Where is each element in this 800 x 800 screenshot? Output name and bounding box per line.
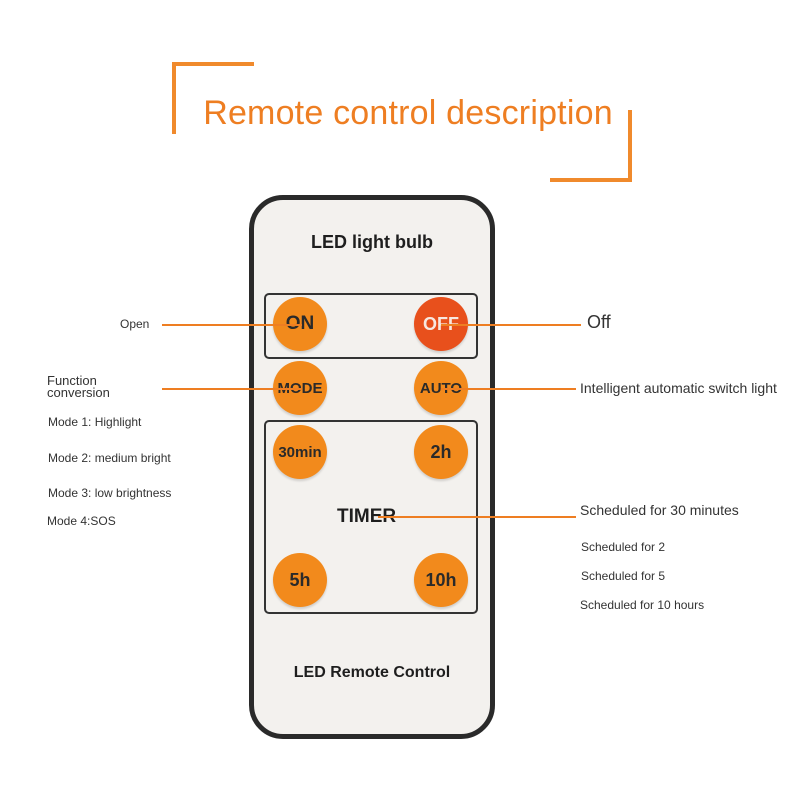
off-callout-line [441,324,581,326]
function-annotation-line1: Function [47,373,97,388]
remote-header: LED light bulb [311,232,433,252]
auto-annotation: Intelligent automatic switch light [580,380,777,396]
schedule-10h-annotation: Scheduled for 10 hours [580,598,705,612]
schedule-5h-annotation: Scheduled for 5 [581,569,666,583]
timer-2h-button[interactable]: 2h [414,425,468,479]
page-title: Remote control description [203,94,613,132]
title-bracket-top-left [172,62,254,134]
timer-10h-button[interactable]: 10h [414,553,468,607]
auto-callout-line [441,388,576,390]
timer-5h-button[interactable]: 5h [273,553,327,607]
function-annotation: Function conversion [47,373,110,400]
power-button-frame [264,293,478,359]
schedule-2h-annotation: Scheduled for 2 [581,540,666,554]
off-annotation: Off [587,312,611,332]
mode4-annotation: Mode 4:SOS [47,514,116,528]
schedule-30min-annotation: Scheduled for 30 minutes [580,502,739,518]
timer-callout-line [378,516,576,518]
function-annotation-line2: conversion [47,385,110,400]
remote-footer: LED Remote Control [293,664,451,681]
open-callout-line [162,324,302,326]
mode1-annotation: Mode 1: Highlight [48,415,142,429]
timer-label: TIMER [337,506,397,527]
timer-30min-button[interactable]: 30min [273,425,327,479]
title-bracket-bottom-right [550,110,632,182]
mode-callout-line [162,388,302,390]
mode2-annotation: Mode 2: medium bright [48,451,171,465]
mode3-annotation: Mode 3: low brightness [48,486,172,500]
open-annotation: Open [120,317,150,331]
